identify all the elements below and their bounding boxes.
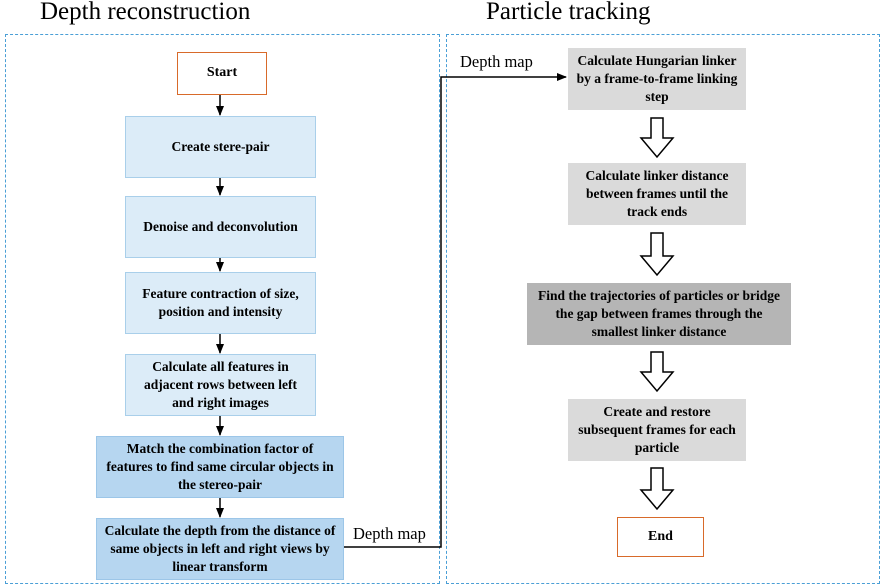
step-create-stere-pair: Create stere-pair — [125, 116, 316, 178]
step-label: Find the trajectories of particles or br… — [538, 287, 780, 340]
step-calculate-features: Calculate all features in adjacent rows … — [125, 354, 316, 416]
step-feature-contraction: Feature contraction of size, position an… — [125, 272, 316, 334]
particle-tracking-panel — [446, 34, 880, 584]
step-label: Calculate linker distance between frames… — [585, 167, 729, 220]
depth-map-input-label: Depth map — [460, 52, 533, 71]
depth-reconstruction-title: Depth reconstruction — [40, 0, 251, 25]
hollow-arrow-4 — [639, 467, 675, 511]
start-label: Start — [206, 65, 238, 81]
step-linker-distance: Calculate linker distance between frames… — [568, 163, 746, 225]
start-node: Start — [177, 52, 267, 95]
hollow-arrow-3 — [639, 351, 675, 393]
step-label: Create stere-pair — [171, 138, 270, 154]
step-label: Calculate Hungarian linker by a frame-to… — [576, 52, 738, 105]
depth-map-output-label: Depth map — [353, 524, 426, 543]
end-node: End — [617, 517, 704, 557]
step-label: Denoise and deconvolution — [143, 218, 298, 234]
depth-map-connector — [344, 73, 567, 548]
step-denoise-deconvolution: Denoise and deconvolution — [125, 196, 316, 258]
step-match-combination: Match the combination factor of features… — [96, 436, 344, 498]
step-find-trajectories: Find the trajectories of particles or br… — [527, 283, 791, 345]
hollow-arrow-2 — [639, 232, 675, 277]
particle-tracking-title: Particle tracking — [486, 0, 651, 25]
end-label: End — [648, 528, 673, 544]
step-label: Feature contraction of size, position an… — [142, 285, 299, 319]
step-hungarian-linker: Calculate Hungarian linker by a frame-to… — [568, 48, 746, 110]
depth-reconstruction-panel — [5, 34, 440, 584]
step-label: Match the combination factor of features… — [106, 440, 334, 493]
step-create-restore-frames: Create and restore subsequent frames for… — [568, 399, 746, 461]
step-label: Create and restore subsequent frames for… — [578, 403, 736, 456]
step-label: Calculate the depth from the distance of… — [104, 522, 336, 575]
hollow-arrow-1 — [639, 117, 675, 159]
step-label: Calculate all features in adjacent rows … — [143, 358, 298, 411]
step-calculate-depth: Calculate the depth from the distance of… — [96, 518, 344, 580]
